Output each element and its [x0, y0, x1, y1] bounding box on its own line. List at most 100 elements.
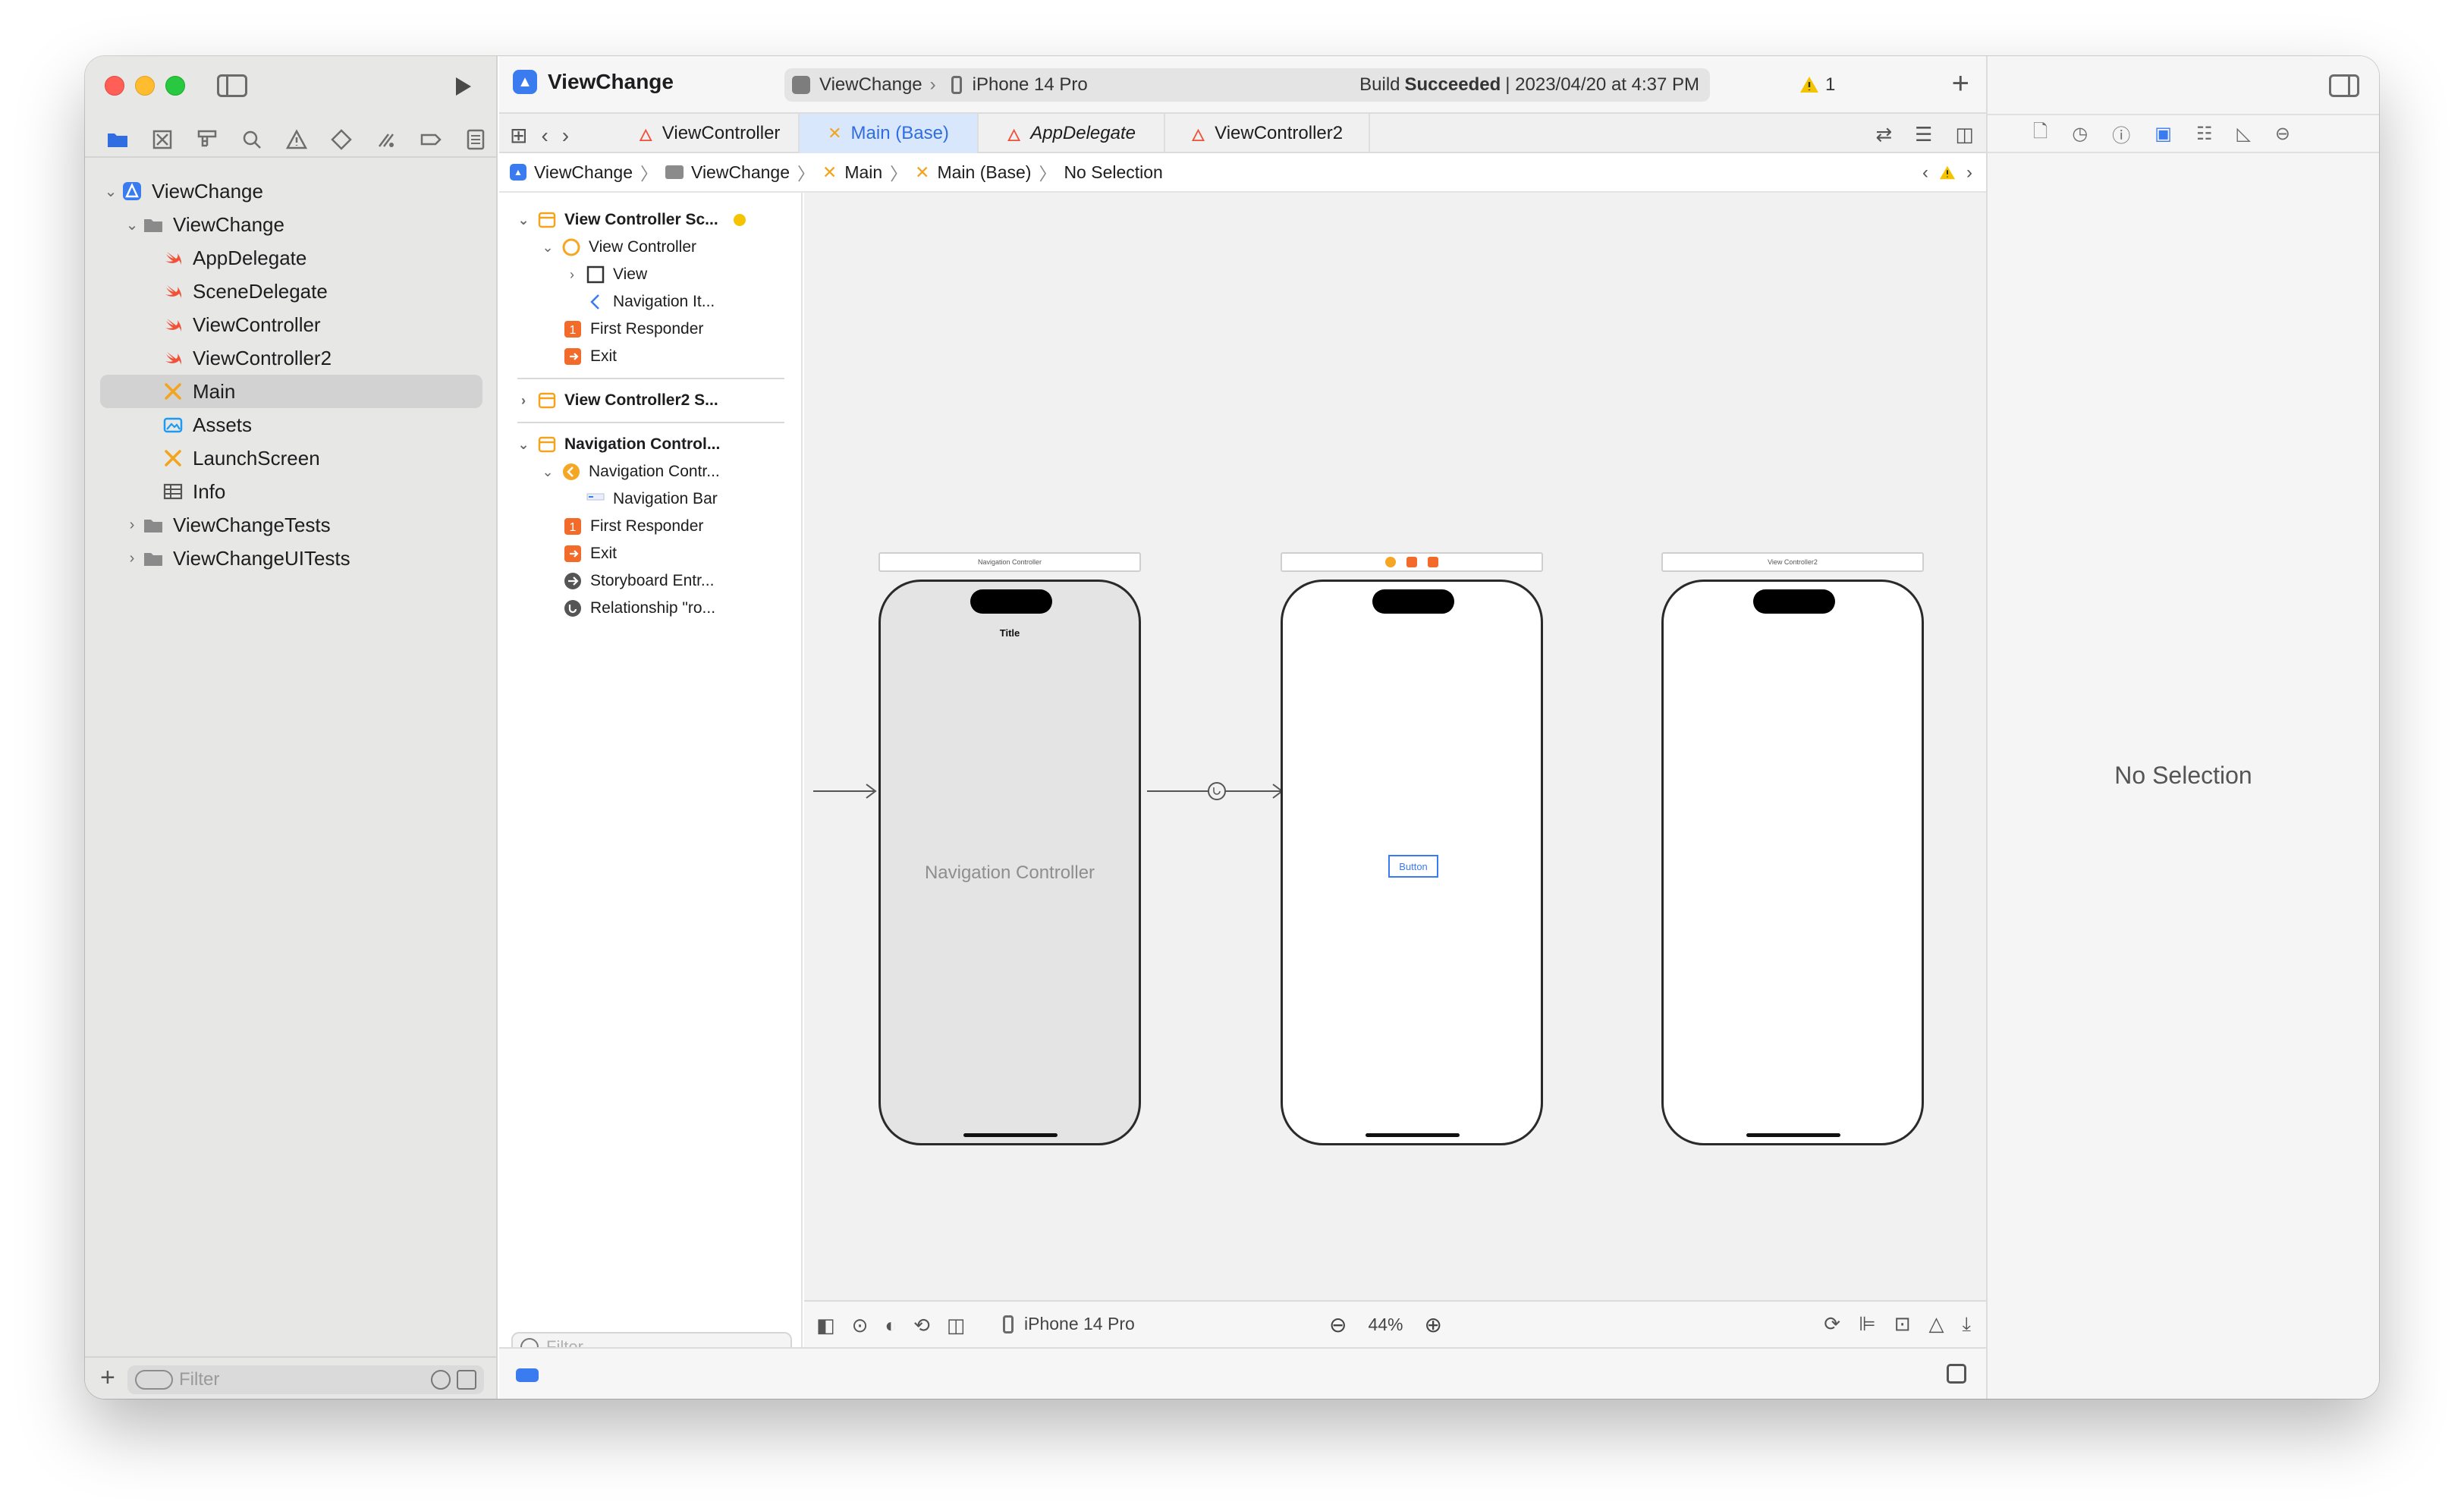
- inspector-toggle-icon[interactable]: [2329, 74, 2359, 97]
- breakpoints-toggle-icon[interactable]: [516, 1368, 539, 1382]
- chevron-down-icon[interactable]: ⌄: [542, 463, 554, 479]
- tree-item-launchscreen[interactable]: LaunchScreen: [85, 441, 498, 475]
- exit-icon[interactable]: [1428, 557, 1438, 567]
- editor-options-icon[interactable]: ☰: [1915, 123, 1933, 146]
- outline-scene-navigation[interactable]: ⌄ Navigation Control...: [499, 431, 801, 458]
- minimize-window-button[interactable]: [135, 76, 155, 96]
- device-selector[interactable]: iPhone 14 Pro: [1003, 1314, 1135, 1334]
- navigator-filter-field[interactable]: Filter: [127, 1365, 484, 1394]
- warning-indicator[interactable]: 1: [1799, 74, 1835, 96]
- outline-view[interactable]: › View: [499, 261, 801, 288]
- chevron-right-icon[interactable]: ›: [129, 549, 135, 567]
- chevron-right-icon[interactable]: ›: [521, 392, 526, 408]
- connections-icon[interactable]: ⊖: [2274, 123, 2291, 144]
- outline-navigation-controller[interactable]: ⌄ Navigation Contr...: [499, 458, 801, 485]
- tree-item-group-viewchange[interactable]: ⌄ ViewChange: [85, 208, 498, 241]
- tree-item-group-tests[interactable]: › ViewChangeTests: [85, 508, 498, 542]
- scene-navigation-controller[interactable]: Title Navigation Controller: [878, 580, 1141, 1145]
- swap-icon[interactable]: ⇄: [1875, 123, 1893, 146]
- split-editor-icon[interactable]: ◫: [1955, 123, 1974, 146]
- size-icon[interactable]: ◺: [2236, 123, 2251, 144]
- scheme-selector[interactable]: ViewChange ›: [784, 74, 944, 96]
- issue-navigator-tab[interactable]: [275, 124, 319, 155]
- add-constraints-icon[interactable]: ⊡: [1894, 1312, 1911, 1335]
- tree-item-viewcontroller[interactable]: ViewController: [85, 308, 498, 341]
- tree-item-main[interactable]: Main: [85, 375, 498, 408]
- align-icon[interactable]: ⊫: [1859, 1312, 1876, 1335]
- find-navigator-tab[interactable]: [230, 124, 275, 155]
- outline-scene-viewcontroller[interactable]: ⌄ View Controller Sc...: [499, 206, 801, 234]
- next-issue-icon[interactable]: ›: [1966, 162, 1972, 183]
- outline-exit[interactable]: Exit: [499, 540, 801, 567]
- back-chevron-icon[interactable]: ‹: [541, 123, 548, 147]
- jump-bar-localization[interactable]: ✕ Main (Base): [915, 162, 1031, 183]
- outline-exit[interactable]: Exit: [499, 343, 801, 370]
- source-control-navigator-tab[interactable]: [140, 124, 185, 155]
- previous-issue-icon[interactable]: ‹: [1922, 162, 1928, 183]
- tree-item-assets[interactable]: Assets: [85, 408, 498, 441]
- run-button[interactable]: [448, 71, 478, 102]
- zoom-level[interactable]: 44%: [1368, 1315, 1403, 1334]
- jump-bar-selection[interactable]: No Selection: [1064, 162, 1162, 183]
- resolve-issues-icon[interactable]: △: [1928, 1312, 1944, 1335]
- identity-icon[interactable]: ▣: [2154, 123, 2172, 144]
- project-navigator-tab[interactable]: [96, 124, 140, 155]
- chevron-down-icon[interactable]: ⌄: [104, 183, 118, 200]
- tree-item-project[interactable]: ⌄ ViewChange: [85, 174, 498, 208]
- scene-view-controller2[interactable]: [1661, 580, 1924, 1145]
- outline-relationship[interactable]: Relationship "ro...: [499, 595, 801, 622]
- navigator-toggle-icon[interactable]: [217, 74, 247, 97]
- storyboard-button[interactable]: Button: [1388, 855, 1438, 878]
- tab-viewcontroller[interactable]: 🜂 ViewController: [621, 114, 800, 153]
- orientation-icon[interactable]: ⟲: [913, 1314, 930, 1337]
- file-icon[interactable]: 🗋: [2033, 121, 2048, 142]
- chevron-down-icon[interactable]: ⌄: [542, 239, 554, 255]
- tab-viewcontroller2[interactable]: 🜂 ViewController2: [1165, 114, 1370, 153]
- recent-files-icon[interactable]: [431, 1370, 451, 1390]
- warning-icon[interactable]: [1939, 165, 1956, 181]
- navigation-bar-title[interactable]: Title: [999, 627, 1020, 639]
- chevron-down-icon[interactable]: ⌄: [125, 216, 139, 234]
- forward-chevron-icon[interactable]: ›: [561, 123, 570, 147]
- scene-dock-view-controller2[interactable]: View Controller2: [1661, 552, 1924, 572]
- tree-item-info[interactable]: Info: [85, 475, 498, 508]
- zoom-in-icon[interactable]: ⊕: [1424, 1313, 1442, 1337]
- chevron-down-icon[interactable]: ⌄: [517, 436, 530, 452]
- zoom-out-icon[interactable]: ⊖: [1329, 1313, 1347, 1337]
- chevron-right-icon[interactable]: ›: [129, 516, 135, 533]
- jump-bar-group[interactable]: ViewChange: [665, 162, 790, 183]
- scene-dock-view-controller[interactable]: [1281, 552, 1543, 572]
- outline-toggle-icon[interactable]: ◧: [816, 1314, 835, 1337]
- related-items-icon[interactable]: ⊞: [510, 124, 528, 147]
- test-navigator-tab[interactable]: [319, 124, 363, 155]
- source-control-filter-icon[interactable]: [457, 1370, 476, 1390]
- first-responder-icon[interactable]: [1406, 557, 1417, 567]
- tree-item-group-uitests[interactable]: › ViewChangeUITests: [85, 542, 498, 575]
- library-add-button[interactable]: +: [1951, 67, 1969, 100]
- scene-dock-navigation-controller[interactable]: Navigation Controller: [878, 552, 1141, 572]
- report-navigator-tab[interactable]: [453, 124, 498, 155]
- outline-navigation-item[interactable]: Navigation It...: [499, 288, 801, 316]
- breakpoint-navigator-tab[interactable]: [408, 124, 453, 155]
- outline-scene-viewcontroller2[interactable]: › View Controller2 S...: [499, 387, 801, 414]
- relationship-segue-arrow-icon[interactable]: [1147, 777, 1290, 807]
- update-frames-icon[interactable]: ⟳: [1824, 1312, 1841, 1335]
- help-icon[interactable]: ⓘ: [2112, 125, 2131, 146]
- outline-storyboard-entry[interactable]: Storyboard Entr...: [499, 567, 801, 595]
- scene-view-controller[interactable]: Button: [1281, 580, 1543, 1145]
- outline-first-responder[interactable]: 1 First Responder: [499, 316, 801, 343]
- outline-view-controller[interactable]: ⌄ View Controller: [499, 234, 801, 261]
- debug-area-toggle-icon[interactable]: [1947, 1364, 1966, 1384]
- history-icon[interactable]: ◷: [2072, 123, 2088, 144]
- outline-navigation-bar[interactable]: Navigation Bar: [499, 485, 801, 513]
- tab-appdelegate[interactable]: 🜂 AppDelegate: [979, 114, 1165, 153]
- run-destination-selector[interactable]: iPhone 14 Pro: [944, 74, 1095, 96]
- debug-navigator-tab[interactable]: [363, 124, 408, 155]
- accessibility-icon[interactable]: ⊙: [851, 1314, 869, 1337]
- tree-item-viewcontroller2[interactable]: ViewController2: [85, 341, 498, 375]
- symbol-navigator-tab[interactable]: [185, 124, 230, 155]
- jump-bar-file[interactable]: ✕ Main: [822, 162, 882, 183]
- storyboard-canvas[interactable]: Navigation Controller Title Navigation C…: [804, 193, 1986, 1300]
- chevron-down-icon[interactable]: ⌄: [517, 212, 530, 228]
- close-window-button[interactable]: [105, 76, 124, 96]
